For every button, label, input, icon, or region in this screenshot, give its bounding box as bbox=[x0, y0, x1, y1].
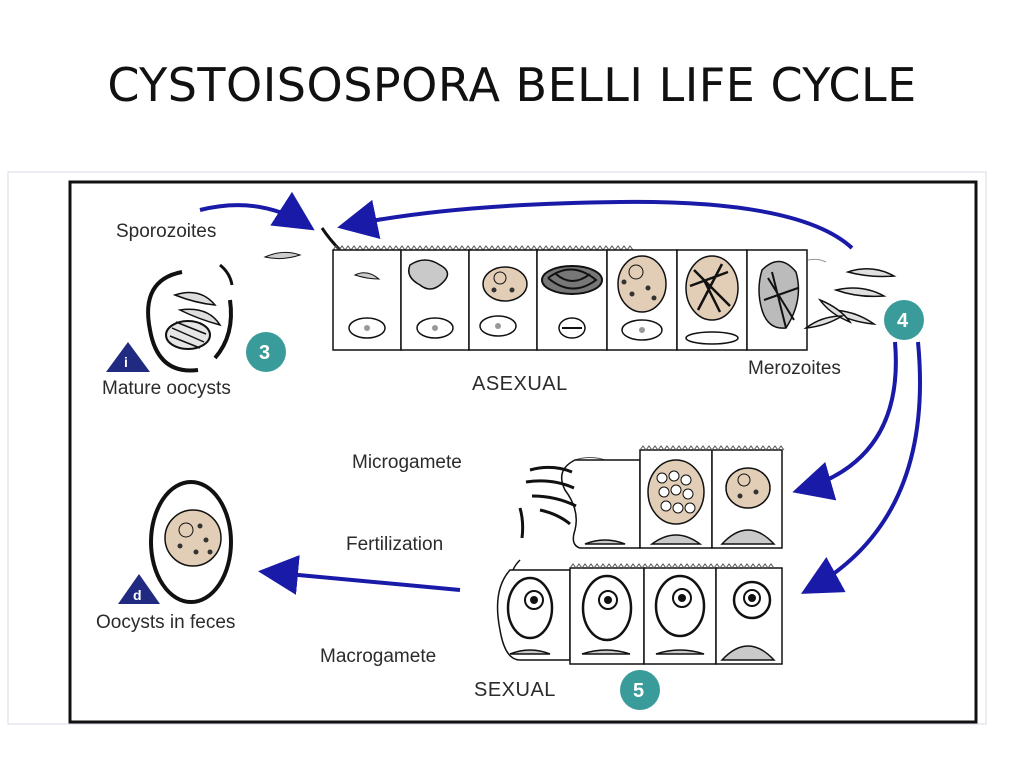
oocyst-in-feces bbox=[149, 480, 233, 604]
label-fertilization: Fertilization bbox=[346, 534, 443, 555]
mature-oocyst bbox=[146, 227, 342, 373]
diagnostic-stage-marker: d bbox=[118, 574, 160, 604]
diagram-border-faint bbox=[7, 171, 987, 725]
arrow-macrogamete-to-oocyst bbox=[258, 555, 461, 595]
label-asexual: ASEXUAL bbox=[472, 373, 568, 395]
step-5-number: 5 bbox=[633, 680, 644, 702]
label-sexual: SEXUAL bbox=[474, 679, 556, 701]
merozoites-cluster bbox=[803, 258, 897, 330]
slide-title: CYSTOISOSPORA BELLI LIFE CYCLE bbox=[107, 58, 917, 112]
asexual-cell-row bbox=[332, 245, 808, 351]
step-3-number: 3 bbox=[259, 342, 270, 364]
arrow-to-microgamete-row bbox=[792, 341, 898, 501]
arrow-to-macrogamete-row bbox=[800, 341, 922, 594]
macrogamete-cell-row bbox=[496, 559, 783, 665]
infective-stage-letter: i bbox=[124, 354, 128, 370]
step-5-badge: 5 bbox=[620, 670, 660, 710]
microgamete-cell-row bbox=[518, 445, 785, 549]
label-sporozoites: Sporozoites bbox=[116, 221, 216, 242]
label-oocysts-in-feces: Oocysts in feces bbox=[96, 612, 235, 633]
diagnostic-stage-letter: d bbox=[133, 587, 142, 603]
step-3-badge: 3 bbox=[246, 332, 286, 372]
diagram-frame bbox=[68, 180, 978, 724]
label-merozoites: Merozoites bbox=[748, 358, 841, 379]
infective-stage-marker: i bbox=[106, 342, 150, 372]
label-microgamete: Microgamete bbox=[352, 452, 462, 473]
arrow-merozoites-reinfect bbox=[337, 199, 854, 250]
arrow-sporozoites-to-cells bbox=[199, 191, 315, 231]
step-4-number: 4 bbox=[897, 310, 909, 332]
step-4-badge: 4 bbox=[884, 300, 924, 340]
life-cycle-diagram: Sporozoites i 3 Mature oocysts bbox=[7, 171, 987, 725]
label-mature-oocysts: Mature oocysts bbox=[102, 378, 231, 399]
label-macrogamete: Macrogamete bbox=[320, 646, 436, 667]
